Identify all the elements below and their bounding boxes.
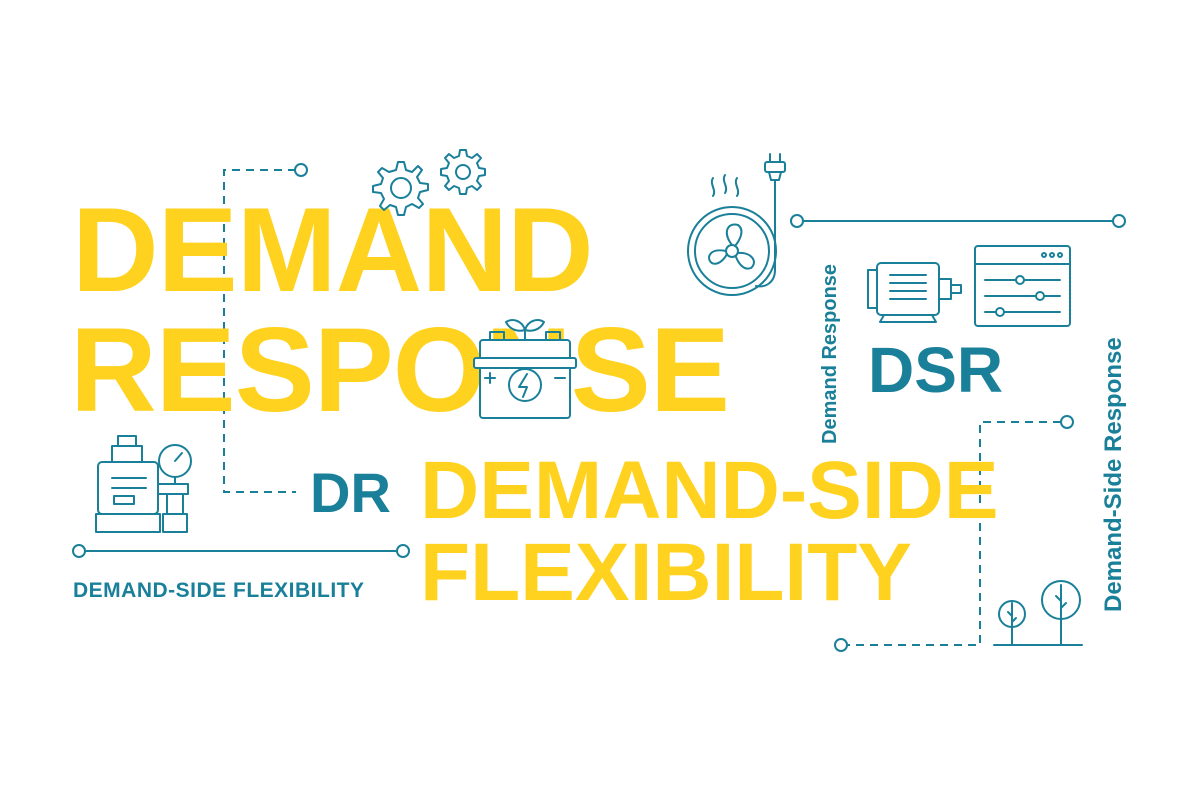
connector-node (790, 214, 804, 228)
connector-node (294, 163, 308, 177)
dr-label: DR (310, 461, 391, 524)
connector-node (396, 544, 410, 558)
demand-side-flexibility-caption: DEMAND-SIDE FLEXIBILITY (73, 579, 365, 602)
connector-node (834, 638, 848, 652)
demand-side-response-vertical-text: Demand-Side Response (1100, 337, 1127, 612)
connector-node (72, 544, 86, 558)
dsr-label: DSR (868, 334, 1004, 406)
headline-demand: DEMAND (72, 183, 594, 317)
demand-response-vertical-text: Demand Response (819, 263, 841, 444)
headline-flexibility: FLEXIBILITY (420, 527, 912, 618)
connector-node (1112, 214, 1126, 228)
headline-response: RESPONSE (70, 303, 730, 437)
connector-node (1060, 415, 1074, 429)
dashed-connector-right (847, 421, 1061, 646)
dashed-connector-left (223, 169, 296, 493)
headline-demand-side: DEMAND-SIDE (420, 445, 999, 536)
